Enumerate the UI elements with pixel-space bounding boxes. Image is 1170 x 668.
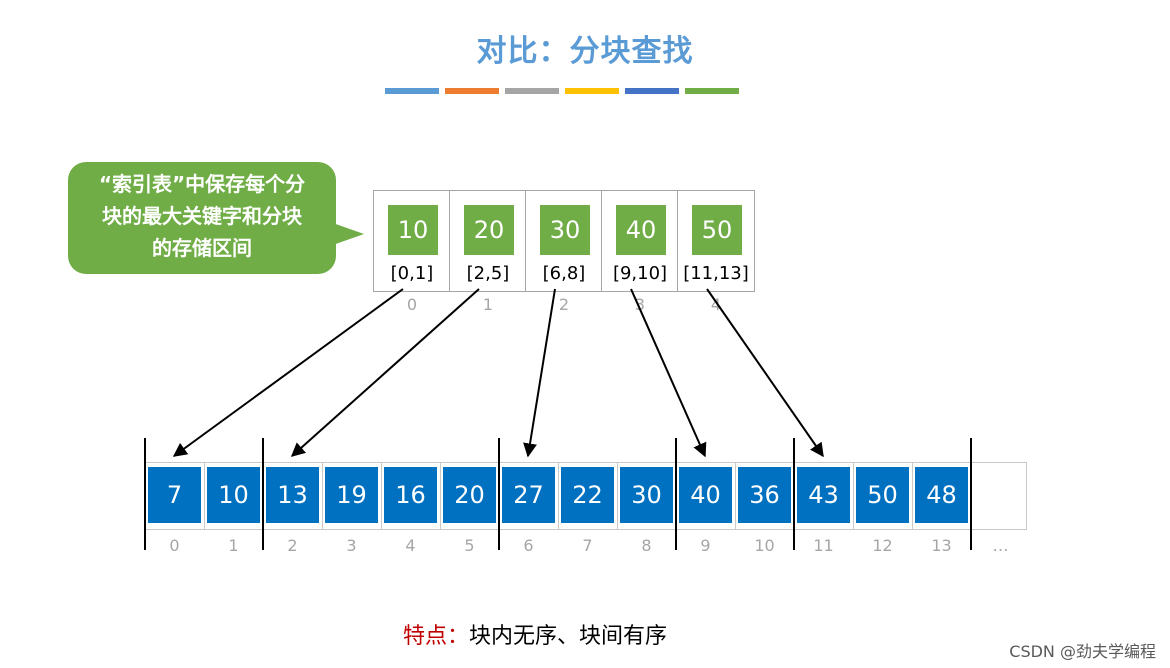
index-range: [11,13]	[683, 263, 749, 284]
index-entry: 40 [9,10] 3	[602, 191, 678, 314]
block-pointer-arrow	[172, 288, 404, 457]
array-value: 27	[502, 467, 555, 523]
block-pointer-arrow	[290, 288, 480, 457]
array-value: 36	[738, 467, 791, 523]
index-entry: 10 [0,1] 0	[374, 191, 450, 314]
array-cell: 22	[559, 463, 618, 529]
array-index: 9	[700, 536, 711, 555]
block-divider	[144, 438, 146, 550]
array-index: 11	[813, 536, 834, 555]
index-entry: 50 [11,13] 4	[678, 191, 754, 314]
index-max-key: 40	[616, 205, 666, 255]
array-index: 13	[931, 536, 952, 555]
page-title: 对比：分块查找	[476, 34, 694, 69]
index-range: [9,10]	[612, 263, 668, 284]
color-bar-2	[505, 88, 559, 94]
array-index: 2	[287, 536, 298, 555]
array-index: 0	[169, 536, 180, 555]
index-range: [2,5]	[466, 263, 510, 284]
index-max-key: 10	[388, 205, 438, 255]
array-value: 30	[620, 467, 673, 523]
color-bar-strip	[385, 88, 739, 94]
block-pointer-arrow	[706, 288, 824, 458]
array-cell: 50	[854, 463, 913, 529]
block-divider	[498, 438, 500, 550]
index-max-key: 50	[692, 205, 742, 255]
block-pointer-arrow	[523, 288, 556, 458]
color-bar-3	[565, 88, 619, 94]
array-cell: 30	[618, 463, 677, 529]
array-value: 50	[856, 467, 909, 523]
array-cell: 10	[205, 463, 264, 529]
callout-line-3: 的存储区间	[152, 236, 252, 260]
callout-line-2: 块的最大关键字和分块	[102, 204, 302, 228]
array-cell: 36	[736, 463, 795, 529]
color-bar-1	[445, 88, 499, 94]
index-position: 3	[634, 295, 646, 314]
block-divider	[793, 438, 795, 550]
array-index: …	[992, 536, 1009, 555]
credit-watermark: CSDN @劲夫学编程	[1009, 642, 1156, 661]
array-value: 22	[561, 467, 614, 523]
index-position: 1	[482, 295, 494, 314]
index-table: 10 [0,1] 0 20 [2,5] 1 30 [6,8] 2 40 [9,10] 3 50 [11,1…	[373, 190, 755, 314]
array-index: 6	[523, 536, 534, 555]
index-max-key: 30	[540, 205, 590, 255]
index-max-key: 20	[464, 205, 514, 255]
array-value: 13	[266, 467, 319, 523]
array-cell: 13	[264, 463, 323, 529]
array-index: 10	[754, 536, 775, 555]
callout-line-1: “索引表”中保存每个分	[98, 172, 306, 196]
index-entry: 30 [6,8] 2	[526, 191, 602, 314]
array-value: 7	[148, 467, 201, 523]
index-position: 4	[710, 295, 722, 314]
array-value: 16	[384, 467, 437, 523]
index-position: 2	[558, 295, 570, 314]
feature-label: 特点：	[402, 624, 469, 649]
array-cell: 7	[146, 463, 205, 529]
array-index: 7	[582, 536, 593, 555]
color-bar-5	[685, 88, 739, 94]
block-divider	[675, 438, 677, 550]
array-index: 12	[872, 536, 893, 555]
index-range: [0,1]	[390, 263, 434, 284]
feature-description: 块内无序、块间有序	[469, 624, 668, 649]
callout-pointer	[330, 222, 364, 246]
index-range: [6,8]	[542, 263, 586, 284]
array-cell: 40	[677, 463, 736, 529]
feature-text: 特点：块内无序、块间有序	[0, 618, 1070, 650]
array-cell: 27	[500, 463, 559, 529]
block-divider	[262, 438, 264, 550]
index-position: 0	[406, 295, 418, 314]
array-index: 3	[346, 536, 357, 555]
array-value: 48	[915, 467, 968, 523]
color-bar-4	[625, 88, 679, 94]
array-value: 10	[207, 467, 260, 523]
array-cell: 19	[323, 463, 382, 529]
array-cell: 16	[382, 463, 441, 529]
array-index: 8	[641, 536, 652, 555]
block-pointer-arrow	[630, 288, 707, 458]
array-cell: 20	[441, 463, 500, 529]
index-entry: 20 [2,5] 1	[450, 191, 526, 314]
array-value: 40	[679, 467, 732, 523]
array-index: 5	[464, 536, 475, 555]
array-value: 19	[325, 467, 378, 523]
array-cell: 48	[913, 463, 972, 529]
array-cell: 43	[795, 463, 854, 529]
block-divider	[970, 438, 972, 550]
index-table-callout: “索引表”中保存每个分 块的最大关键字和分块 的存储区间	[68, 162, 336, 274]
array-value: 43	[797, 467, 850, 523]
array-index: 1	[228, 536, 239, 555]
array-index: 4	[405, 536, 416, 555]
color-bar-0	[385, 88, 439, 94]
array-value: 20	[443, 467, 496, 523]
